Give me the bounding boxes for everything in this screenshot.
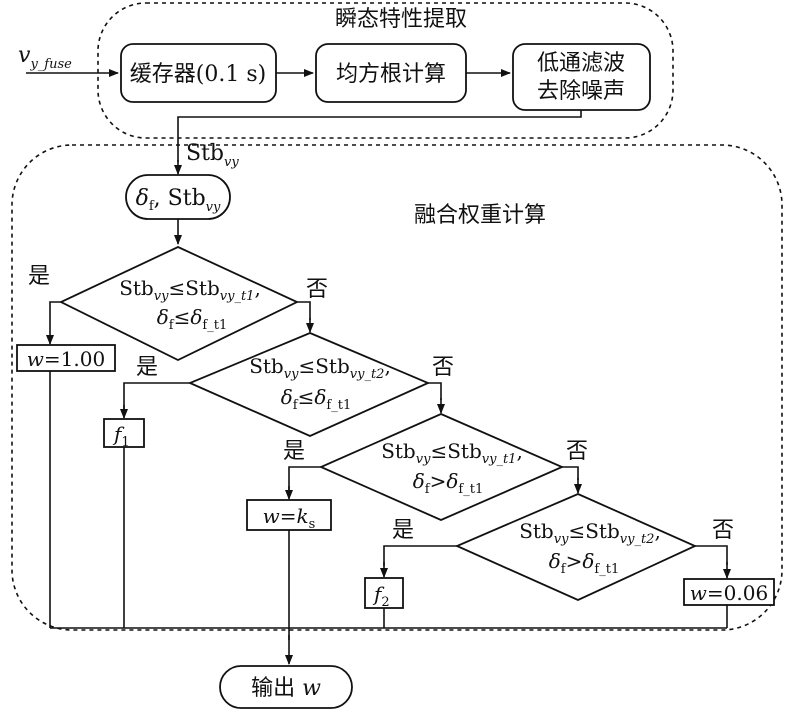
output-label: 输出 w bbox=[251, 676, 321, 701]
result-w-ks bbox=[246, 499, 332, 531]
decision-4-yes: 是 bbox=[392, 518, 414, 543]
edge-d3-yes bbox=[288, 466, 321, 490]
edge-d1-no bbox=[297, 301, 311, 320]
edge-d2-no bbox=[428, 382, 442, 400]
decision-2-yes: 是 bbox=[136, 355, 158, 380]
group-fusion-weight-title: 融合权重计算 bbox=[414, 203, 546, 228]
result-w-0-06-label: w=0.06 bbox=[690, 581, 768, 605]
decision-3-line2: δf>δf_t1 bbox=[413, 469, 483, 497]
decision-4-line2: δf>δf_t1 bbox=[549, 549, 619, 577]
decision-2 bbox=[187, 332, 431, 437]
result-w-1-00 bbox=[16, 344, 116, 372]
lowpass-filter-label-line2: 去除噪声 bbox=[537, 79, 625, 104]
input-label: vy_fuse bbox=[18, 43, 72, 72]
group-transient-extraction-title: 瞬态特性提取 bbox=[335, 7, 467, 32]
group-fusion-weight bbox=[11, 144, 783, 631]
connector-lpf-to-state bbox=[177, 110, 582, 162]
decision-4 bbox=[454, 493, 698, 601]
edge-d4-yes bbox=[383, 545, 457, 566]
decision-1-no: 否 bbox=[306, 277, 328, 302]
buffer-label: 缓存器(0.1 s) bbox=[130, 62, 266, 87]
result-w-0-06 bbox=[683, 578, 775, 606]
decision-1-line1: Stbvy≤Stbvy_t1, bbox=[119, 276, 261, 304]
decision-1-line2: δf≤δf_t1 bbox=[157, 305, 227, 333]
edge-d1-yes bbox=[49, 301, 61, 340]
decision-2-line1: Stbvy≤Stbvy_t2, bbox=[249, 354, 391, 382]
output-node bbox=[219, 665, 353, 709]
decision-4-no: 否 bbox=[712, 518, 734, 543]
decision-2-line2: δf≤δf_t1 bbox=[281, 385, 351, 413]
decision-1 bbox=[58, 246, 300, 362]
decision-3-yes: 是 bbox=[283, 439, 305, 464]
rms-label: 均方根计算 bbox=[336, 62, 446, 87]
edge-d2-yes bbox=[123, 382, 190, 410]
lowpass-filter-label-line1: 低通滤波 bbox=[537, 51, 625, 76]
state-node-label: δf, Stbvy bbox=[136, 186, 221, 215]
decision-3-line1: Stbvy≤Stbvy_t1, bbox=[381, 439, 523, 467]
decision-2-no: 否 bbox=[432, 355, 454, 380]
result-w-1-00-label: w=1.00 bbox=[27, 347, 105, 371]
decision-3-no: 否 bbox=[566, 439, 588, 464]
edge-d4-no bbox=[695, 545, 728, 565]
edge-d3-no bbox=[562, 466, 579, 480]
decision-1-yes: 是 bbox=[28, 264, 50, 289]
decision-3 bbox=[318, 413, 565, 521]
group-transient-extraction bbox=[97, 2, 674, 139]
result-w-ks-label: w=ks bbox=[263, 504, 316, 532]
